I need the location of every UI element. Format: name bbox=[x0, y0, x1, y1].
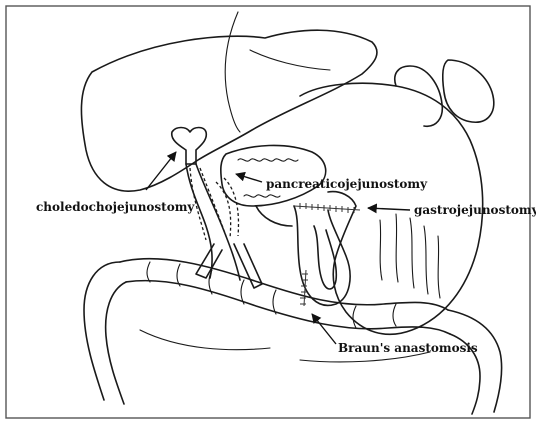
braun-arrow bbox=[312, 314, 336, 344]
liver-fissure bbox=[225, 12, 240, 132]
falciform-line bbox=[250, 50, 330, 70]
stomach-rugae bbox=[380, 214, 440, 298]
pancreaticojejunostomy-label: pancreaticojejunostomy bbox=[266, 177, 428, 191]
pancreaticojejunostomy-arrow bbox=[236, 174, 262, 182]
colon-haustra bbox=[147, 262, 396, 328]
pancreas bbox=[221, 145, 326, 206]
gastrojejunostomy-label: gastrojejunostomy bbox=[414, 203, 536, 217]
jejunal-loop bbox=[294, 206, 350, 305]
jejunal-limb bbox=[186, 164, 240, 280]
fundus bbox=[395, 66, 443, 126]
choledochojejunostomy-label: choledochojejunostomy bbox=[36, 200, 195, 214]
choledochojejunostomy-arrow bbox=[146, 152, 176, 190]
suture-gastrojejunostomy bbox=[294, 203, 360, 213]
transverse-colon bbox=[120, 259, 450, 334]
small-bowel bbox=[256, 206, 292, 226]
braun-anastomosis-label: Braun's anastomosis bbox=[338, 341, 478, 355]
liver bbox=[81, 30, 377, 191]
ascending-colon bbox=[84, 262, 126, 404]
pancreatic-duct bbox=[216, 178, 238, 238]
gastrojejunostomy-arrow bbox=[368, 208, 410, 210]
descending-colon bbox=[448, 310, 502, 414]
